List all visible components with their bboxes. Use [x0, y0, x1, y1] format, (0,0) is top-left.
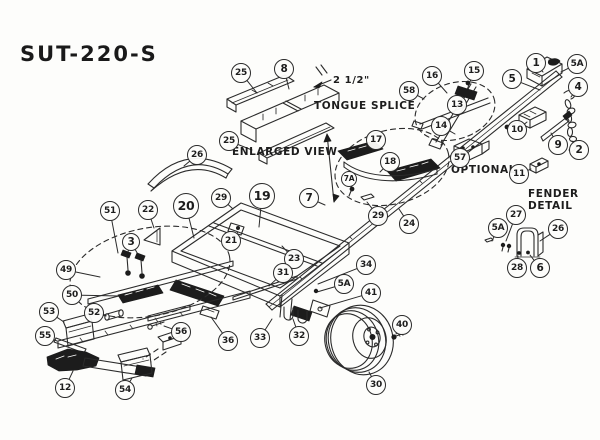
- axle-assembly: [57, 225, 251, 349]
- enlarged-view-parts: [226, 64, 340, 165]
- tongue-splice-label: TONGUE SPLICE: [314, 100, 416, 112]
- callout-34: 34: [356, 255, 376, 275]
- dimension-label: 2 1/2": [333, 75, 370, 86]
- small-parts: [46, 309, 182, 381]
- callout-51: 51: [100, 201, 120, 221]
- leader-line: [520, 82, 541, 91]
- diagram-title: SUT-220-S: [20, 42, 158, 66]
- callout-5a: 5A: [488, 218, 508, 238]
- callout-6: 6: [530, 258, 550, 278]
- callout-10: 10: [507, 120, 527, 140]
- wheel: [324, 304, 406, 376]
- callout-52: 52: [84, 303, 104, 323]
- leader-line: [379, 168, 384, 173]
- callout-18: 18: [380, 152, 400, 172]
- callout-5a: 5A: [334, 274, 354, 294]
- callout-58: 58: [399, 81, 419, 101]
- callout-33: 33: [250, 328, 270, 348]
- callout-41: 41: [361, 283, 381, 303]
- callout-7: 7: [299, 188, 319, 208]
- callout-56: 56: [171, 322, 191, 342]
- callout-2: 2: [569, 140, 589, 160]
- leader-line: [210, 316, 223, 334]
- leader-line: [246, 80, 258, 94]
- leader-line: [449, 130, 456, 135]
- callout-40: 40: [392, 315, 412, 335]
- callout-49: 49: [56, 260, 76, 280]
- callout-36: 36: [218, 331, 238, 351]
- fender-detail-label: FENDER DETAIL: [528, 188, 579, 213]
- fender-detail-parts: [484, 227, 544, 258]
- callout-12: 12: [55, 378, 75, 398]
- leader-line: [183, 160, 190, 167]
- callout-20: 20: [173, 193, 199, 219]
- callout-55: 55: [35, 326, 55, 346]
- callout-29: 29: [211, 188, 231, 208]
- optional-label: OPTIONAL: [451, 164, 517, 176]
- callout-25: 25: [219, 131, 239, 151]
- callout-1: 1: [526, 53, 546, 73]
- callout-5: 5: [502, 69, 522, 89]
- callout-29: 29: [368, 206, 388, 226]
- callout-22: 22: [138, 200, 158, 220]
- callout-30: 30: [366, 375, 386, 395]
- callout-3: 3: [122, 233, 140, 251]
- callout-9: 9: [548, 135, 568, 155]
- length-arrow: [323, 133, 340, 203]
- leader-line: [316, 286, 335, 293]
- leader-line: [163, 325, 173, 330]
- callout-31: 31: [273, 263, 293, 283]
- callout-13: 13: [447, 95, 467, 115]
- callout-54: 54: [115, 380, 135, 400]
- callout-57: 57: [450, 148, 470, 168]
- leader-line: [75, 271, 101, 278]
- callout-16: 16: [422, 66, 442, 86]
- callout-11: 11: [509, 164, 529, 184]
- leader-line: [237, 144, 253, 151]
- frame-bed: [143, 202, 350, 324]
- leader-line: [541, 70, 544, 73]
- callout-53: 53: [39, 302, 59, 322]
- callout-27: 27: [506, 205, 526, 225]
- callout-14: 14: [431, 116, 451, 136]
- callout-8: 8: [274, 59, 294, 79]
- leader-line: [319, 295, 362, 309]
- callout-25: 25: [231, 63, 251, 83]
- leader-line: [258, 208, 262, 228]
- leader-line: [264, 318, 273, 331]
- leader-line: [505, 223, 513, 242]
- callout-50: 50: [62, 285, 82, 305]
- callout-17: 17: [366, 130, 386, 150]
- callout-26: 26: [187, 145, 207, 165]
- left-fender: [147, 157, 233, 192]
- callout-19: 19: [249, 183, 275, 209]
- leader-line: [539, 234, 551, 242]
- callout-26: 26: [548, 219, 568, 239]
- callout-32: 32: [289, 326, 309, 346]
- leader-line: [227, 204, 234, 210]
- leader-line: [317, 201, 326, 206]
- callout-15: 15: [464, 61, 484, 81]
- callout-7a: 7A: [341, 171, 357, 187]
- enlarged-view-label: ENLARGED VIEW: [232, 146, 338, 158]
- callout-21: 21: [221, 231, 241, 251]
- callout-28: 28: [507, 258, 527, 278]
- leader-line: [292, 318, 297, 328]
- leader-line: [438, 82, 448, 94]
- callout-4: 4: [568, 77, 588, 97]
- callout-5a: 5A: [567, 54, 587, 74]
- leader-line: [150, 218, 155, 229]
- callout-24: 24: [399, 214, 419, 234]
- leader-line: [68, 370, 74, 380]
